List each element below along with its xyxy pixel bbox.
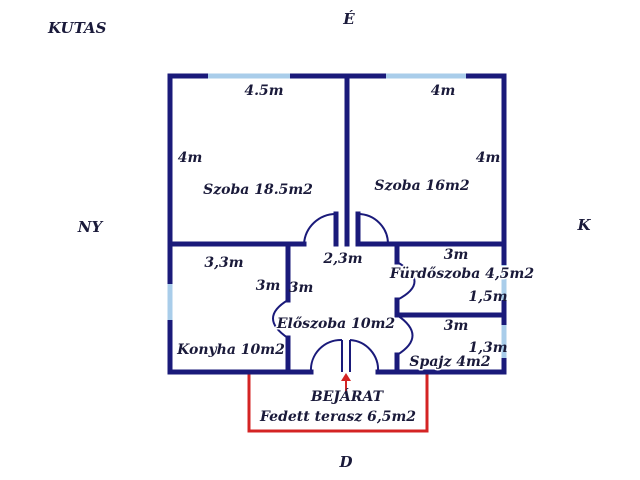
room2-name: Szoba 16m2 (374, 178, 469, 194)
bathroom-width: 3m (444, 247, 469, 263)
compass-east: K (576, 216, 591, 234)
compass-north: É (342, 10, 355, 28)
kitchen-name: Konyha 10m2 (176, 342, 285, 358)
bathroom-height: 1,5m (468, 289, 507, 305)
entrance-arrow (341, 373, 351, 392)
room2-height: 4m (476, 150, 501, 166)
hall-name: Előszoba 10m2 (276, 316, 396, 332)
pantry-name: Spajz 4m2 (409, 354, 490, 370)
hall-width: 2,3m (322, 251, 362, 267)
hall-height: 3m (289, 280, 314, 296)
compass-west: NY (77, 218, 104, 236)
door-swings (272, 212, 416, 373)
pantry-width: 3m (444, 318, 469, 334)
terrace-label: Fedett terasz 6,5m2 (259, 409, 416, 425)
windows (167, 73, 507, 358)
pantry-height: 1,3m (468, 340, 507, 356)
well-label: KUTAS (47, 19, 107, 37)
kitchen-width: 3,3m (204, 255, 243, 271)
room2-width: 4m (431, 83, 456, 99)
entrance-label: BEJÁRAT (310, 387, 385, 405)
room1-height: 4m (178, 150, 203, 166)
room1-name: Szoba 18.5m2 (203, 182, 313, 198)
compass-south: D (338, 453, 352, 471)
room1-width: 4.5m (244, 83, 283, 99)
terrace-outline (247, 372, 429, 433)
bathroom-name: Fürdőszoba 4,5m2 (389, 266, 534, 282)
kitchen-height: 3m (256, 278, 281, 294)
